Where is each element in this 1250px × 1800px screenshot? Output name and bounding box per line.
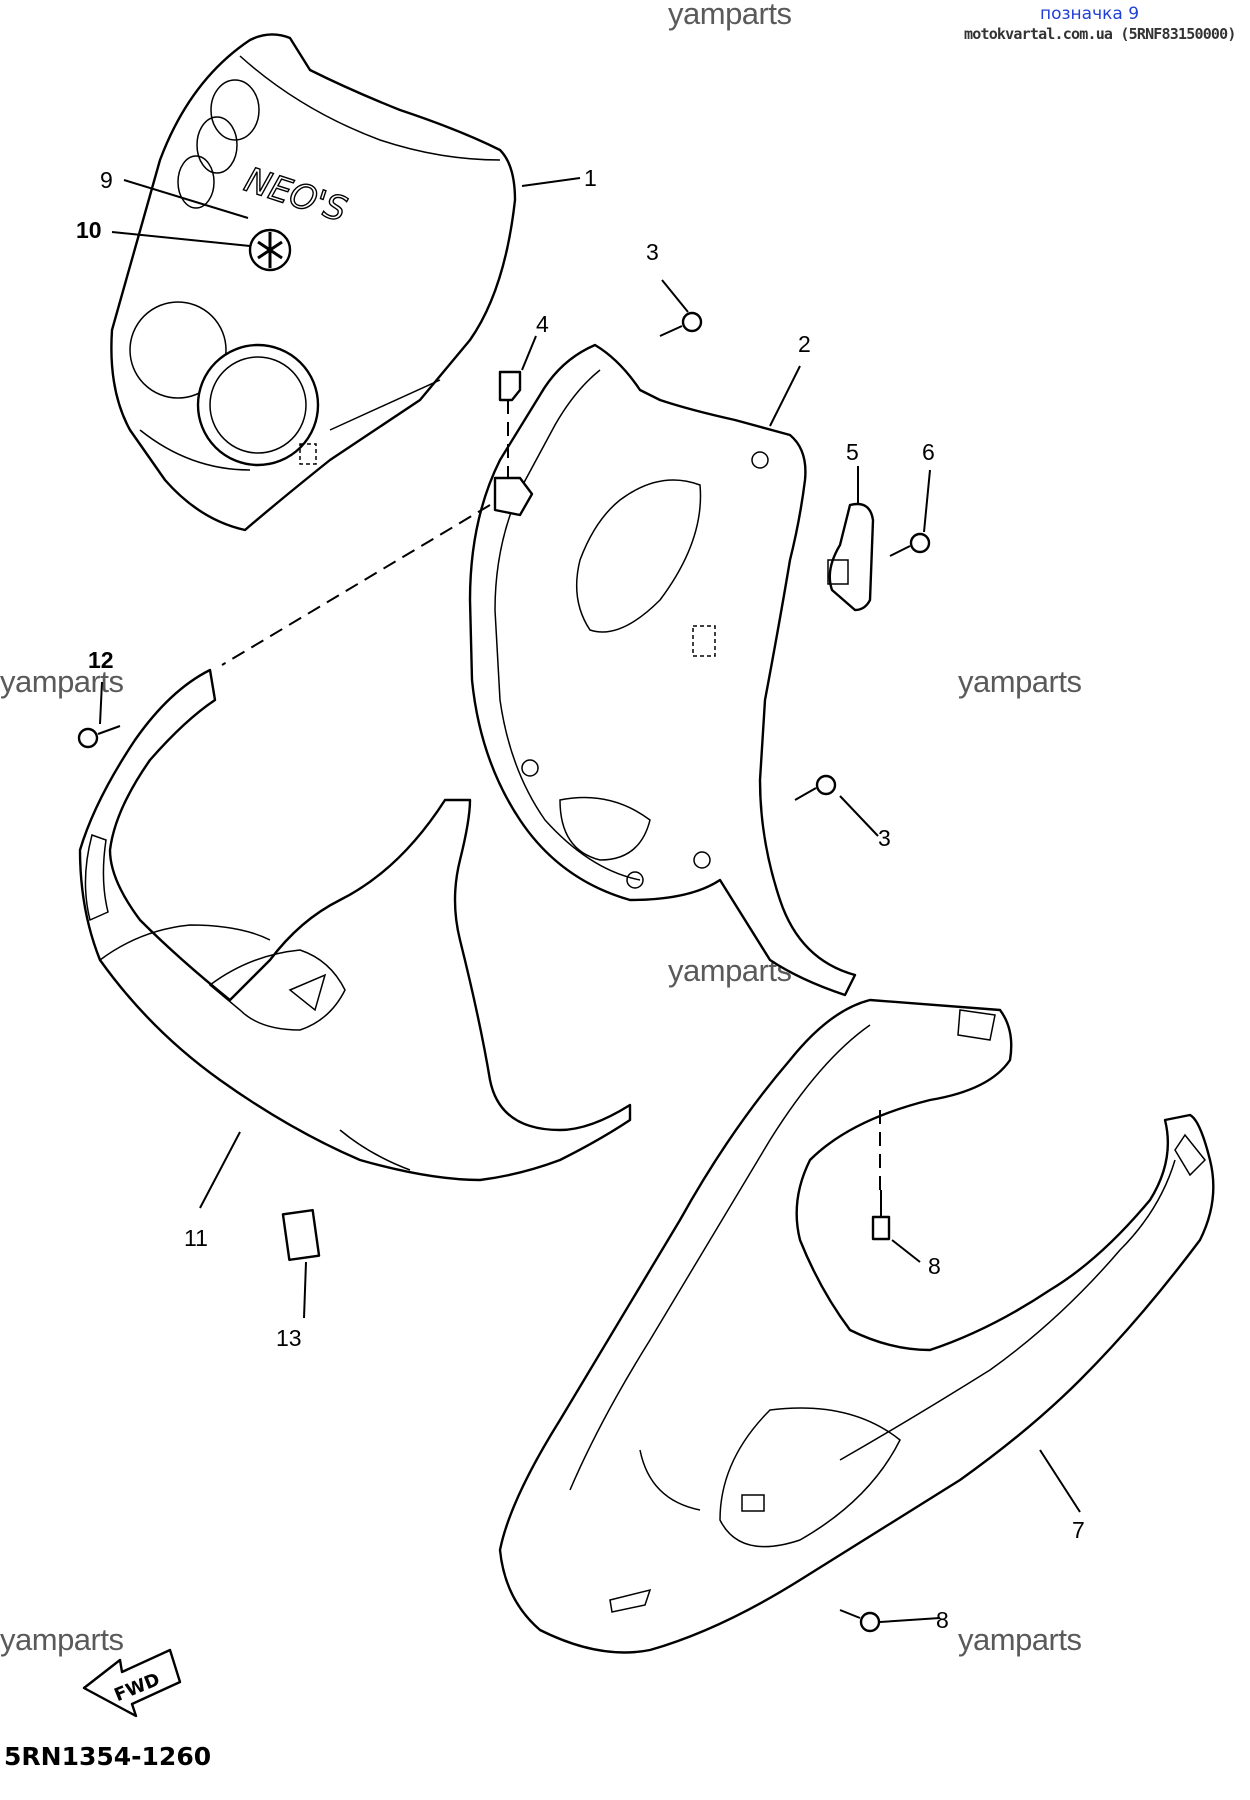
- reference-label: позначка 9: [1040, 4, 1140, 24]
- leader-1: [521, 177, 581, 187]
- part-fasteners: [77, 311, 931, 1633]
- alignment-line-clip-to-shield: [221, 504, 491, 666]
- leader-4: [521, 335, 537, 371]
- callout-3-mid: 3: [878, 825, 891, 851]
- leader-3-top: [661, 279, 689, 313]
- watermark-right-mid: yamparts: [958, 664, 1082, 699]
- callout-8-lower: 8: [936, 1607, 949, 1633]
- leader-13: [303, 1261, 307, 1319]
- part-leg-shield: [78, 668, 632, 1182]
- callout-8-upper: 8: [928, 1253, 941, 1279]
- part-label-sticker: [281, 1208, 321, 1262]
- leader-8-lower: [879, 1617, 941, 1623]
- leader-6: [923, 469, 931, 533]
- part-inner-panel: [468, 343, 857, 997]
- part-front-cover: NEO'S: [110, 33, 517, 532]
- fwd-arrow: FWD: [82, 1648, 182, 1718]
- diagram-code: 5RN1354-1260: [4, 1742, 212, 1771]
- callout-3-top: 3: [646, 239, 659, 265]
- leader-2: [769, 365, 801, 427]
- callout-9: 9: [100, 167, 113, 193]
- callout-6: 6: [922, 439, 935, 465]
- watermark-left-mid: yamparts: [0, 664, 124, 699]
- callout-4: 4: [536, 311, 549, 337]
- callout-5: 5: [846, 439, 859, 465]
- leader-10: [111, 231, 251, 247]
- part-footboard: [498, 998, 1215, 1654]
- watermark-right-bottom: yamparts: [958, 1622, 1082, 1657]
- part-clips: [493, 370, 534, 517]
- part-bracket: [827, 502, 875, 612]
- leader-8-upper: [891, 1239, 921, 1263]
- source-label: motokvartal.com.ua (5RNF83150000): [964, 25, 1236, 43]
- leader-9: [123, 179, 249, 219]
- watermark-top: yamparts: [668, 0, 792, 31]
- leader-3-mid: [839, 795, 879, 837]
- callout-7: 7: [1072, 1517, 1085, 1543]
- watermark-left-bottom: yamparts: [0, 1622, 124, 1657]
- callout-1: 1: [584, 165, 597, 191]
- callout-11: 11: [184, 1225, 208, 1251]
- leader-12: [99, 681, 103, 725]
- leader-7: [1039, 1449, 1081, 1513]
- callout-13: 13: [276, 1325, 302, 1351]
- callout-12: 12: [88, 647, 114, 673]
- callout-10: 10: [76, 217, 102, 243]
- callout-2: 2: [798, 331, 811, 357]
- leader-11: [199, 1131, 241, 1209]
